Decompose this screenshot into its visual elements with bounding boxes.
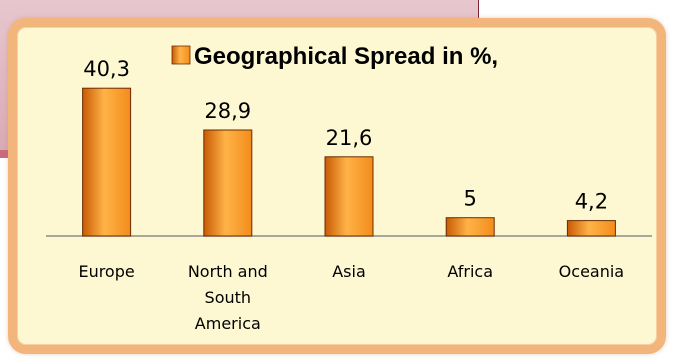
value-labels-group: 40,3 28,9 21,6 5 4,2 (83, 57, 608, 213)
category-label-2: Asia (332, 262, 366, 281)
category-label-4: Oceania (559, 262, 624, 281)
legend-swatch (171, 45, 191, 65)
value-label-2: 21,6 (326, 126, 373, 150)
bar-1 (203, 129, 253, 237)
background-divider (478, 0, 479, 20)
chart-title: Geographical Spread in %, (194, 43, 498, 70)
value-label-1: 28,9 (204, 99, 251, 123)
category-label-3: Africa (447, 262, 493, 281)
value-label-3: 5 (464, 187, 477, 211)
bar-4 (566, 220, 616, 237)
value-label-4: 4,2 (575, 190, 608, 214)
bar-3 (445, 217, 495, 237)
bars-group (82, 87, 616, 237)
value-label-0: 40,3 (83, 57, 130, 81)
bar-2 (324, 156, 374, 237)
category-label-0: Europe (78, 262, 134, 281)
bar-0 (82, 87, 132, 237)
